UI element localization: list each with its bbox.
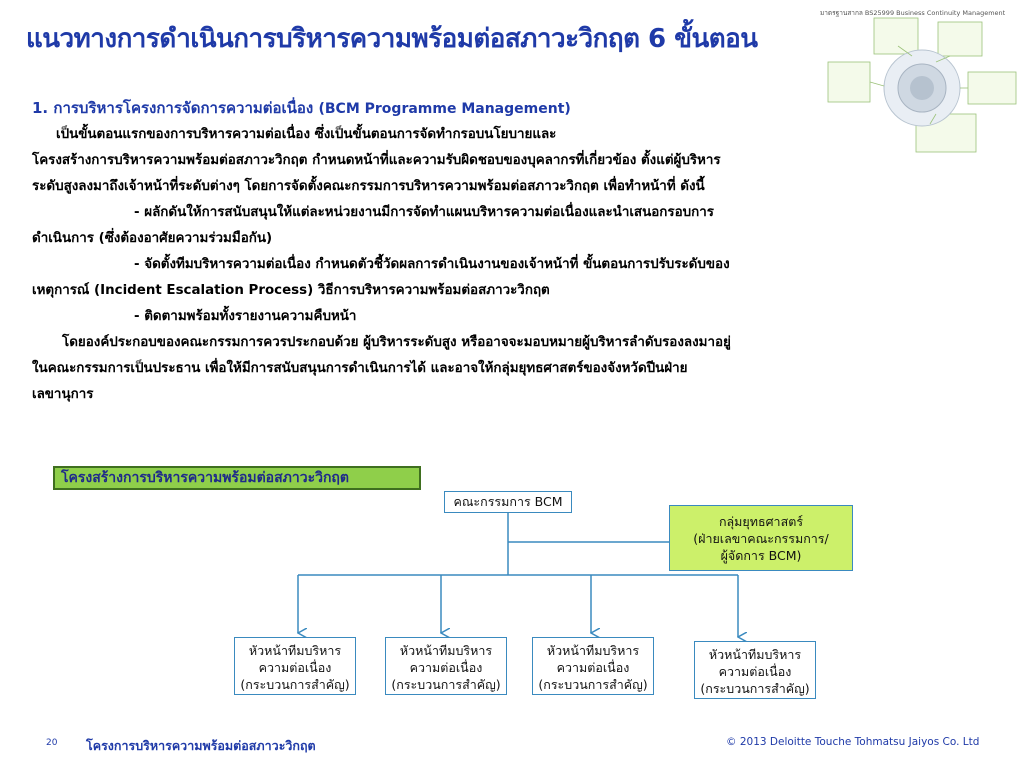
team-line: ความต่อเนื่อง — [718, 664, 792, 679]
bcm-lifecycle-thumbnail — [827, 17, 1017, 153]
team-leader-box-1: หัวหน้าทีมบริหาร ความต่อเนื่อง (กระบวนกา… — [234, 637, 356, 695]
team-line: (กระบวนการสำคัญ) — [391, 677, 501, 692]
team-leader-box-2: หัวหน้าทีมบริหาร ความต่อเนื่อง (กระบวนกา… — [385, 637, 507, 695]
copyright-notice: © 2013 Deloitte Touche Tohmatsu Jaiyos C… — [726, 736, 980, 748]
strategy-line: กลุ่มยุทธศาสตร์ — [718, 514, 804, 529]
team-line: ความต่อเนื่อง — [556, 660, 630, 675]
bullet-line: - ติดตามพร้อมทั้งรายงานความคืบหน้า — [134, 309, 357, 324]
strategy-line: ผู้จัดการ BCM) — [720, 548, 802, 563]
thumbnail-caption: มาตรฐานสากล BS25999 Business Continuity … — [820, 9, 1006, 17]
bullet-line: - ผลักดันให้การสนับสนุนให้แต่ละหน่วยงานม… — [134, 205, 714, 220]
paragraph-line: เหตุการณ์ (Incident Escalation Process) … — [32, 283, 550, 298]
bullet-line: - จัดตั้งทีมบริหารความต่อเนื่อง กำหนดตัว… — [134, 257, 730, 272]
section-heading: 1. การบริหารโครงการจัดการความต่อเนื่อง (… — [32, 96, 571, 120]
footer-title: โครงการบริหารความพร้อมต่อสภาวะวิกฤต — [86, 738, 316, 753]
paragraph-line: ระดับสูงลงมาถึงเจ้าหน้าที่ระดับต่างๆ โดย… — [32, 179, 705, 194]
team-leader-box-4: หัวหน้าทีมบริหาร ความต่อเนื่อง (กระบวนกา… — [694, 641, 816, 699]
section-heading-thai: การบริหารโครงการจัดการความต่อเนื่อง — [53, 99, 314, 117]
team-line: (กระบวนการสำคัญ) — [240, 677, 350, 692]
team-line: (กระบวนการสำคัญ) — [538, 677, 648, 692]
team-line: (กระบวนการสำคัญ) — [700, 681, 810, 696]
team-line: ความต่อเนื่อง — [409, 660, 483, 675]
paragraph-line: ดำเนินการ (ซึ่งต้องอาศัยความร่วมมือกัน) — [32, 231, 273, 246]
paragraph-line: โครงสร้างการบริหารความพร้อมต่อสภาวะวิกฤต… — [32, 153, 721, 168]
paragraph-line: เป็นขั้นตอนแรกของการบริหารความต่อเนื่อง … — [56, 127, 557, 142]
section-number: 1. — [32, 99, 49, 117]
team-line: หัวหน้าทีมบริหาร — [546, 643, 640, 658]
team-line: ความต่อเนื่อง — [258, 660, 332, 675]
page-number: 20 — [46, 738, 58, 748]
structure-label: โครงสร้างการบริหารความพร้อมต่อสภาวะวิกฤต — [53, 466, 421, 490]
bcm-committee-box: คณะกรรมการ BCM — [444, 491, 572, 513]
strategy-group-box: กลุ่มยุทธศาสตร์ (ฝ่ายเลขาคณะกรรมการ/ ผู้… — [669, 505, 853, 571]
strategy-line: (ฝ่ายเลขาคณะกรรมการ/ — [693, 531, 829, 546]
team-leader-box-3: หัวหน้าทีมบริหาร ความต่อเนื่อง (กระบวนกา… — [532, 637, 654, 695]
paragraph-line: เลขานุการ — [32, 387, 94, 402]
team-line: หัวหน้าทีมบริหาร — [248, 643, 342, 658]
team-line: หัวหน้าทีมบริหาร — [399, 643, 493, 658]
body-paragraph: เป็นขั้นตอนแรกของการบริหารความต่อเนื่อง … — [32, 122, 982, 408]
paragraph-line: โดยองค์ประกอบของคณะกรรมการควรประกอบด้วย … — [62, 335, 731, 350]
paragraph-line: ในคณะกรรมการเป็นประธาน เพื่อให้มีการสนับ… — [32, 361, 688, 376]
page-title: แนวทางการดำเนินการบริหารความพร้อมต่อสภาว… — [26, 24, 758, 54]
team-line: หัวหน้าทีมบริหาร — [708, 647, 802, 662]
section-heading-english: (BCM Programme Management) — [318, 101, 571, 117]
